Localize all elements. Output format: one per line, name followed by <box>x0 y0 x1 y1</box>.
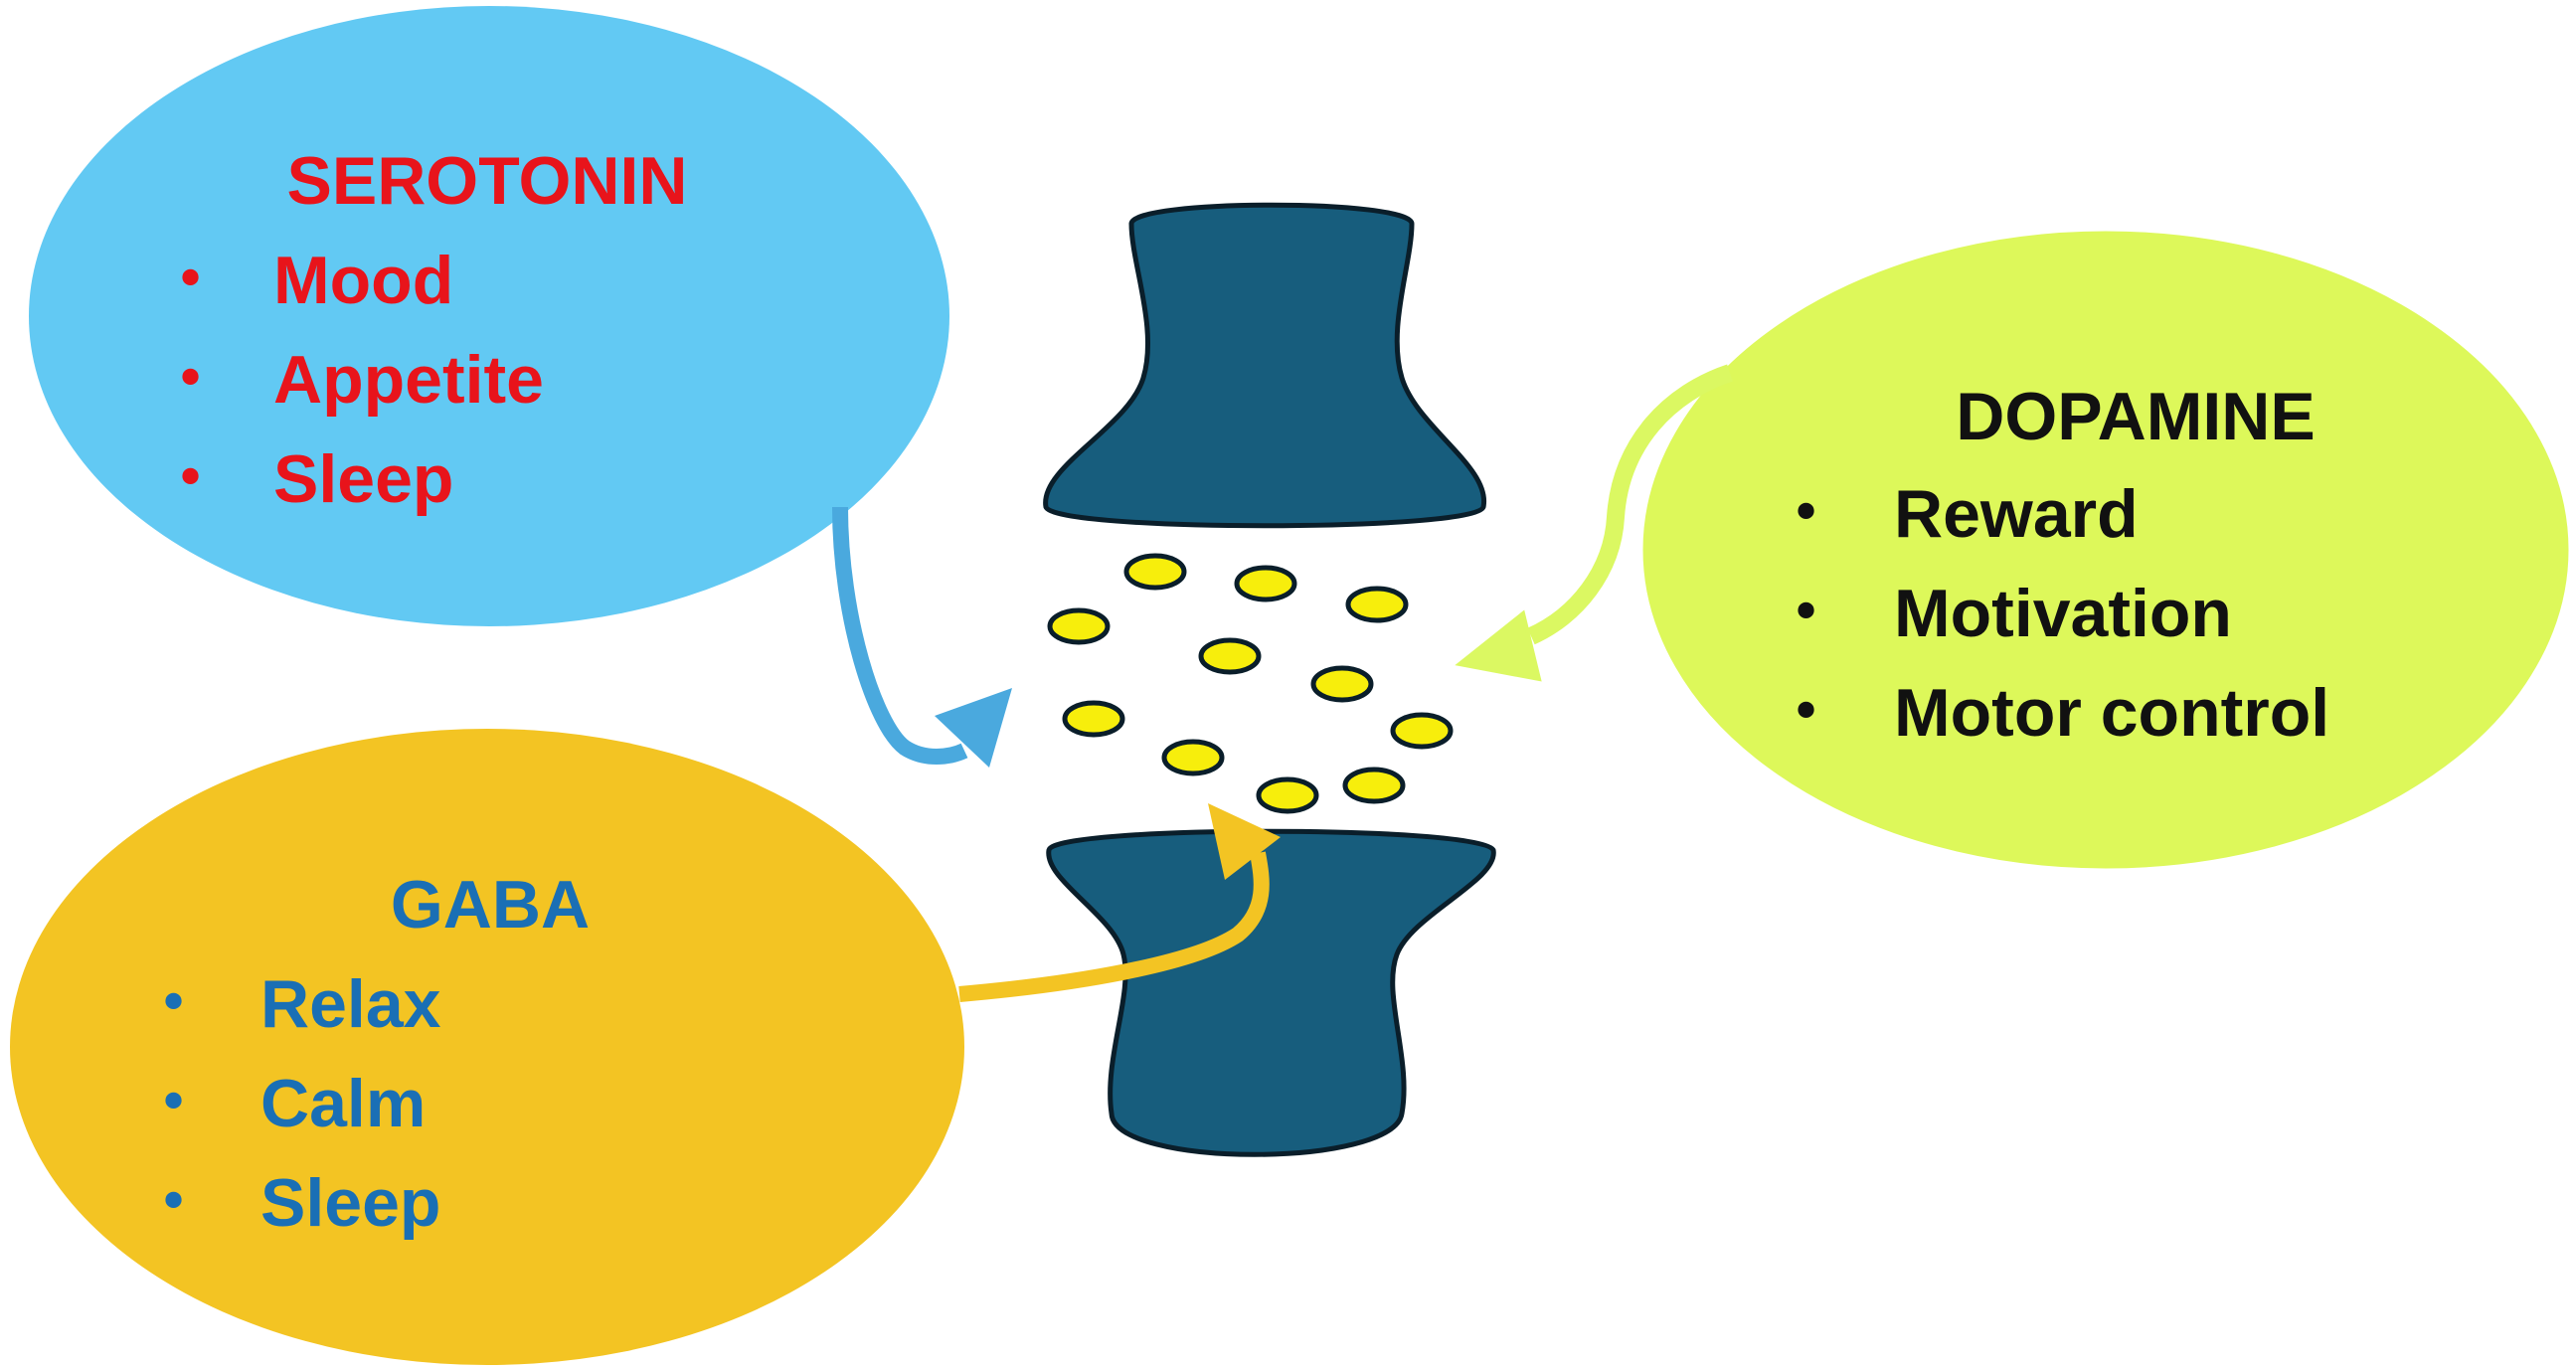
dopamine-bullet-2: • <box>1790 581 1822 645</box>
gaba-arrow <box>958 803 1281 1002</box>
gaba-title: GABA <box>391 867 590 943</box>
dopamine-item-motor-control: Motor control <box>1894 675 2329 751</box>
dopamine-arrow-shaft <box>1527 364 1733 645</box>
serotonin-arrowhead <box>935 688 1012 768</box>
dopamine-item-reward: Reward <box>1894 476 2139 552</box>
gaba-group: GABA • Relax • Calm • Sleep <box>10 729 964 1365</box>
vesicle <box>1234 565 1297 602</box>
serotonin-bullet-3: • <box>174 446 207 511</box>
gaba-arrow-shaft <box>958 851 1270 1002</box>
gaba-item-calm: Calm <box>260 1066 426 1141</box>
gaba-ellipse <box>10 729 964 1365</box>
gaba-bullet-1: • <box>157 971 190 1036</box>
serotonin-item-sleep: Sleep <box>273 441 453 517</box>
vesicle <box>1161 739 1225 776</box>
dopamine-arrow <box>1455 364 1733 682</box>
serotonin-item-mood: Mood <box>273 243 453 318</box>
serotonin-arrow-shaft <box>832 506 968 765</box>
serotonin-bullet-2: • <box>174 347 207 412</box>
vesicle <box>1342 767 1406 804</box>
vesicles <box>1047 553 1454 814</box>
dopamine-bullet-3: • <box>1790 680 1822 745</box>
serotonin-ellipse <box>29 6 949 626</box>
vesicle <box>1345 586 1409 623</box>
gaba-arrowhead <box>1208 803 1281 880</box>
dopamine-group: DOPAMINE • Reward • Motivation • Motor c… <box>1642 231 2569 869</box>
dopamine-arrowhead <box>1455 609 1542 682</box>
serotonin-bullet-1: • <box>174 248 207 312</box>
presynaptic-neuron <box>1043 202 1486 529</box>
dopamine-ellipse <box>1642 231 2569 869</box>
gaba-item-sleep: Sleep <box>260 1165 440 1241</box>
dopamine-bullet-1: • <box>1790 481 1822 546</box>
postsynaptic-neuron <box>1046 828 1496 1157</box>
gaba-bullet-2: • <box>157 1071 190 1135</box>
gaba-bullet-3: • <box>157 1170 190 1235</box>
gaba-item-relax: Relax <box>260 966 441 1042</box>
dopamine-title: DOPAMINE <box>1956 379 2315 454</box>
serotonin-arrow <box>832 506 1012 768</box>
vesicle <box>1390 712 1454 750</box>
serotonin-title: SEROTONIN <box>286 143 687 219</box>
vesicle <box>1123 553 1187 591</box>
vesicle <box>1062 700 1125 738</box>
vesicle <box>1256 776 1319 814</box>
serotonin-item-appetite: Appetite <box>273 342 544 418</box>
vesicle <box>1047 607 1111 645</box>
serotonin-group: SEROTONIN • Mood • Appetite • Sleep <box>29 6 949 626</box>
vesicle <box>1198 637 1262 675</box>
vesicle <box>1310 665 1374 703</box>
dopamine-item-motivation: Motivation <box>1894 576 2232 651</box>
